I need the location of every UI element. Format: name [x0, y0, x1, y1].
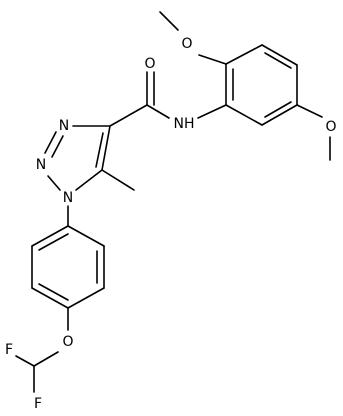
bond-ring3-bottom-right — [67, 287, 105, 309]
atom-amide-nh: NH — [174, 116, 195, 132]
bond-ring2-top-right-inner — [264, 52, 292, 69]
bond-ring2-top-right — [261, 44, 298, 66]
atom-fluorine-top: F — [5, 342, 13, 358]
bond-ring2-top — [225, 44, 263, 65]
bond-triazole-n2-n1 — [47, 175, 61, 191]
bond-ring3-bottom-left — [31, 287, 69, 309]
bonds — [15, 11, 331, 393]
bond-c5-methyl — [101, 169, 135, 191]
atom-triazole-n-top: N — [59, 118, 69, 134]
bond-ring2-methoxy-right — [296, 104, 323, 118]
bond-methoxy-top-ring — [198, 54, 227, 65]
bond-methyl-top-methoxy — [159, 11, 179, 31]
atom-ether-oxygen: O — [62, 334, 73, 350]
bond-ring3-top-right — [67, 225, 105, 247]
bond-carbonyl-triazole — [109, 104, 148, 127]
bond-ring3-top-left-inner — [38, 233, 69, 251]
bond-triazole-n1-c5 — [75, 169, 103, 191]
atom-labels: O NH O O N N N O F F — [5, 36, 337, 412]
bond-ring3-top-left — [31, 225, 69, 247]
atom-carbonyl-oxygen: O — [144, 56, 155, 72]
bond-ring3-bottom-left-inner — [38, 283, 69, 301]
bond-triazole-n3-n2-b — [51, 135, 64, 158]
atom-methoxy-right-oxygen: O — [325, 119, 336, 135]
bond-ring2-bottom-right-inner — [264, 101, 292, 118]
bond-nh-carbonyl — [146, 104, 170, 119]
atom-fluorine-bottom: F — [34, 396, 42, 412]
bond-triazole-n3-n2-a — [44, 131, 57, 154]
bond-ring2-bottom-right — [261, 104, 298, 126]
atom-methoxy-top-oxygen: O — [181, 36, 192, 52]
bond-triazole-c4-c5 — [101, 125, 111, 171]
atom-triazole-n1: N — [63, 190, 73, 206]
bond-triazole-c4-c5-inner — [95, 132, 104, 168]
atom-triazole-n-mid: N — [36, 157, 46, 173]
bond-ether-chf2 — [33, 351, 59, 367]
bond-chf2-f-top — [15, 355, 35, 367]
bond-ring2-nh — [197, 104, 227, 119]
bond-ring2-bottom-left — [225, 104, 263, 126]
